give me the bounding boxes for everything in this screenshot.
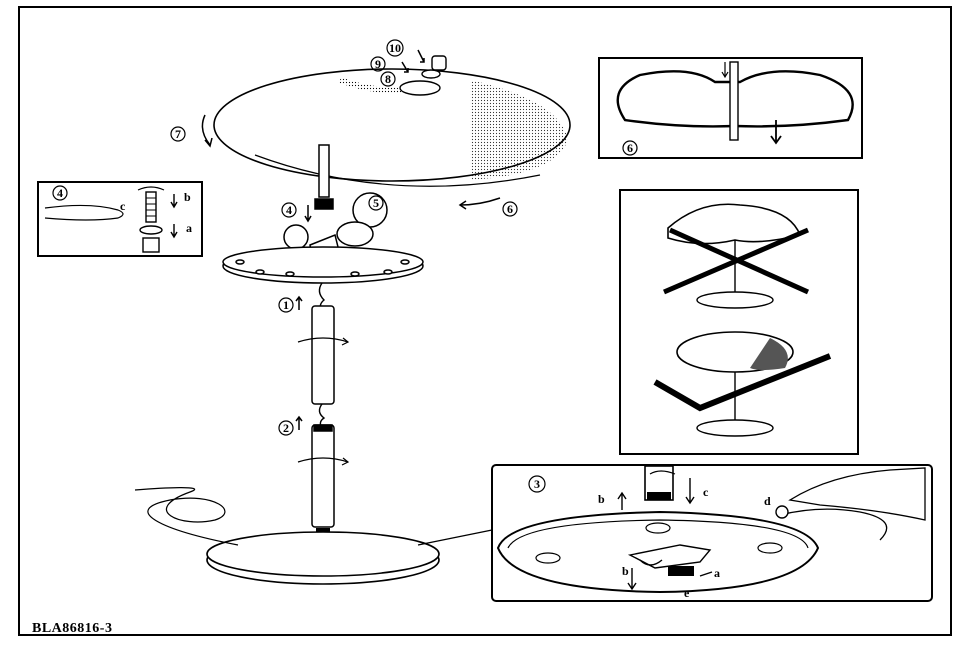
- document-code: BLA86816-3: [32, 621, 113, 636]
- inset-4-number: 4: [57, 186, 63, 200]
- inset-3-label-c: c: [703, 485, 709, 499]
- callout-line: [417, 529, 493, 546]
- step-2: 2: [283, 421, 289, 435]
- inset-3: 3 b c d b a e: [491, 464, 933, 602]
- inset-3-label-b-bottom: b: [622, 564, 629, 578]
- upper-tube: [311, 305, 335, 405]
- top-finial: [399, 55, 447, 96]
- power-cord: [134, 487, 239, 546]
- inset-4-label-a: a: [186, 221, 192, 235]
- inset-6-number: 6: [627, 141, 633, 155]
- lamp-base: [206, 531, 440, 585]
- step-8: 8: [385, 72, 391, 86]
- step-1: 1: [283, 298, 289, 312]
- mounting-plate: [222, 246, 424, 284]
- step-7: 7: [175, 127, 181, 141]
- inset-3-label-a: a: [714, 566, 720, 580]
- hand-icon: [44, 204, 124, 221]
- down-arrows: [295, 49, 425, 430]
- wrong-right-panel: [619, 189, 859, 455]
- step-labels: 10 9 8 7 6 5 4 1 2: [170, 39, 518, 436]
- inset-3-label-d: d: [764, 494, 771, 508]
- step-10: 10: [389, 41, 401, 55]
- hand-icon-inset3: [788, 467, 926, 521]
- inset-3-label-b-top: b: [598, 492, 605, 506]
- wrong-example: [663, 203, 810, 309]
- step-9: 9: [375, 57, 381, 71]
- step-6: 6: [507, 202, 513, 216]
- inset-6: 6: [598, 57, 863, 159]
- step-4: 4: [286, 203, 292, 217]
- step-5: 5: [373, 196, 379, 210]
- rotate-arrow-lower: [297, 457, 350, 466]
- check-mark: [653, 353, 832, 412]
- arrow-6: [459, 197, 501, 206]
- inset-4-label-c: c: [120, 199, 126, 213]
- lower-tube: [311, 424, 335, 528]
- inset-3-number: 3: [534, 477, 540, 491]
- inset-4: 4 b c a: [37, 181, 203, 257]
- top-rod: [314, 144, 334, 210]
- rotate-arrow-upper: [297, 337, 350, 346]
- inset-4-label-b: b: [184, 190, 191, 204]
- right-example: [653, 331, 832, 437]
- rotate-arrow-7: [201, 114, 211, 146]
- lamp-shade: [213, 68, 571, 187]
- inset-3-label-e: e: [684, 586, 690, 600]
- page-frame: [18, 6, 952, 636]
